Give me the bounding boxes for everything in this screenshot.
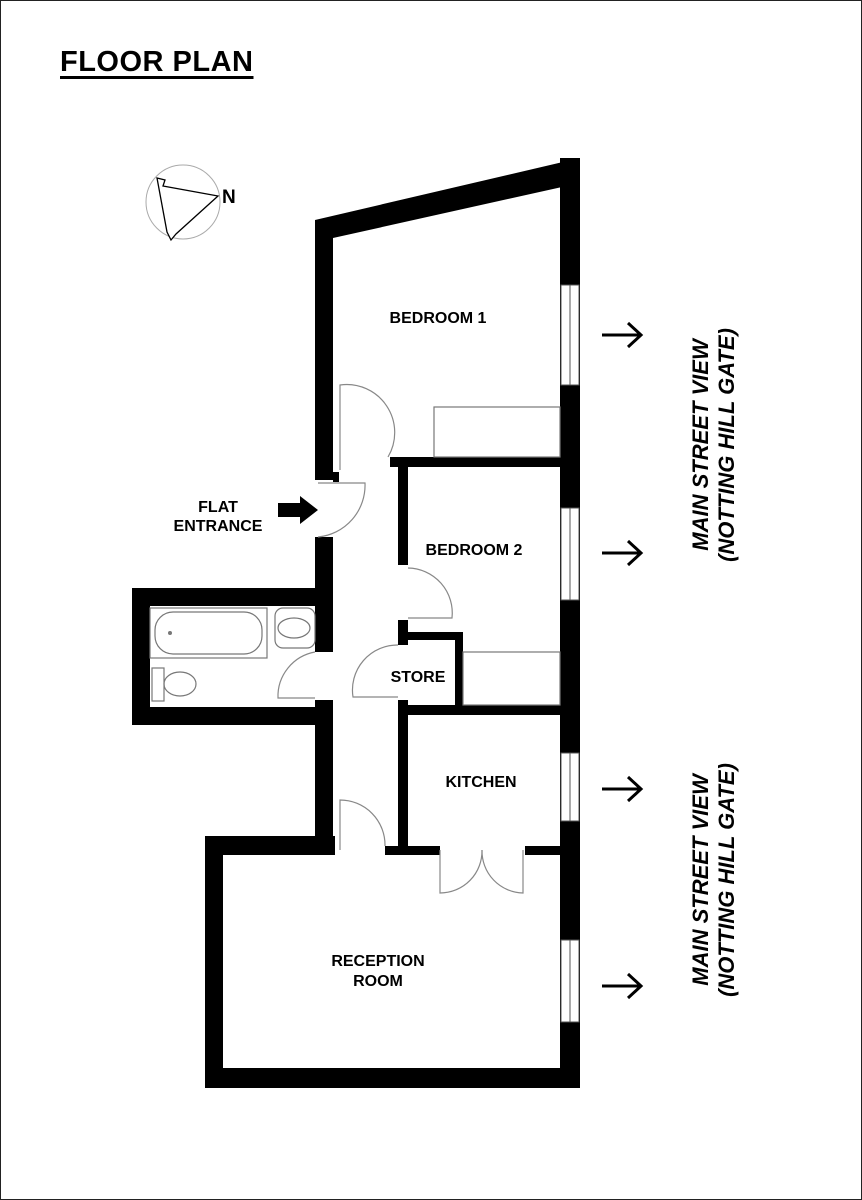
bedroom1-wardrobe: [433, 406, 561, 458]
wall-bottom: [205, 1068, 580, 1088]
room-label-store: STORE: [391, 669, 446, 686]
wall-reception-top-left: [205, 836, 335, 855]
door-bedroom2: [407, 567, 453, 619]
wall-bedroom-divider: [390, 457, 560, 467]
compass-north-label: N: [222, 187, 236, 208]
fixtures: [149, 406, 561, 706]
door-kitchen-left: [439, 849, 483, 894]
door-bedroom1: [339, 383, 396, 470]
room-label-bedroom1: BEDROOM 1: [390, 310, 487, 327]
compass-icon: N: [145, 164, 236, 242]
door-reception: [339, 799, 386, 850]
view-arrows: [602, 321, 644, 1000]
arrow-right-icon: [602, 539, 644, 567]
room-label-kitchen: KITCHEN: [445, 774, 516, 791]
door-store: [351, 644, 399, 698]
arrow-right-icon: [602, 321, 644, 349]
wall-bedroom1-left: [315, 220, 333, 480]
entrance-label-1: FLAT: [198, 499, 238, 516]
view-label-2-line2: (NOTTING HILL GATE): [714, 763, 739, 997]
toilet-icon: [163, 671, 197, 697]
wall-kitchen-top: [398, 705, 560, 715]
wall-reception-left: [205, 836, 223, 1088]
view-label-2-line1: MAIN STREET VIEW: [688, 772, 713, 986]
walls: [132, 158, 580, 1088]
wall-bath-top: [132, 588, 333, 606]
wall-top: [315, 158, 580, 238]
bathtub-icon: [154, 611, 263, 655]
room-label-reception-1: RECEPTION: [331, 953, 424, 970]
door-bathroom: [277, 651, 316, 699]
arrow-right-icon: [602, 972, 644, 1000]
wall-bath-bottom: [132, 707, 333, 725]
sink-icon: [277, 617, 311, 639]
door-entrance: [317, 482, 366, 538]
room-label-reception-2: ROOM: [353, 973, 403, 990]
arrow-right-icon: [602, 775, 644, 803]
entrance-arrow-icon: [278, 496, 318, 524]
doors: [277, 383, 524, 894]
bedroom2-wardrobe: [462, 651, 561, 706]
windows: [560, 284, 580, 1023]
wall-bath-left: [132, 588, 150, 725]
room-label-bedroom2: BEDROOM 2: [426, 542, 523, 559]
door-kitchen-right: [481, 849, 524, 894]
entrance-label-2: ENTRANCE: [174, 518, 263, 535]
view-label-1-line2: (NOTTING HILL GATE): [714, 328, 739, 562]
wall-bedroom2-left: [398, 457, 408, 565]
view-label-1-line1: MAIN STREET VIEW: [688, 337, 713, 551]
page-title: FLOOR PLAN: [60, 46, 254, 78]
wall-store-right: [455, 632, 463, 710]
wall-kitchen-left: [398, 705, 408, 855]
wall-right: [560, 158, 580, 1088]
